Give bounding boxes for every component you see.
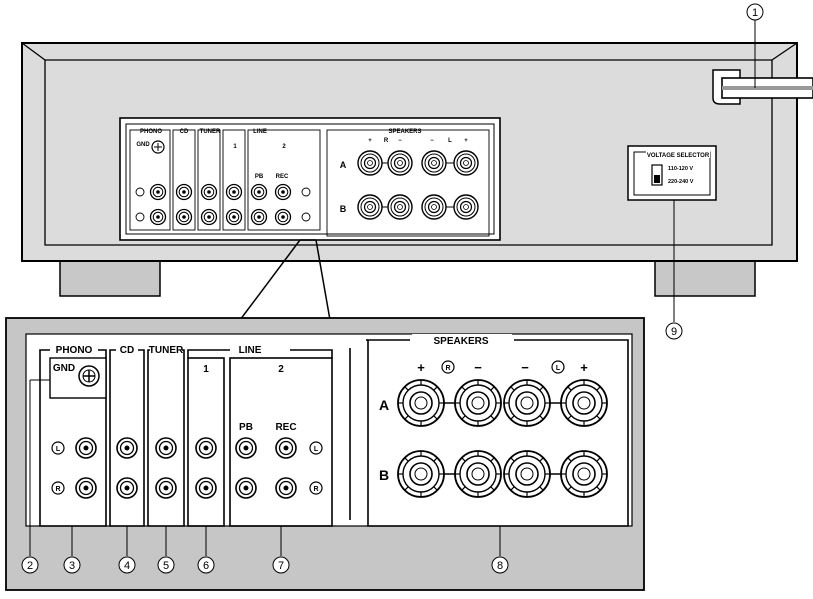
marker-l-phono: L (56, 446, 61, 453)
top-label-minus-2: − (430, 138, 434, 144)
spk-row-b: B (379, 467, 389, 483)
label-cd: CD (120, 345, 134, 356)
spk-minus-1: − (474, 360, 482, 375)
callout-3: 3 (63, 556, 81, 574)
callout-4: 4 (118, 556, 136, 574)
label-speakers: SPEAKERS (433, 336, 488, 347)
label-tuner: TUNER (149, 345, 184, 356)
cd-r-jack (116, 477, 138, 499)
svg-text:2: 2 (27, 560, 33, 572)
top-label-plus-1: + (368, 138, 372, 144)
spk-minus-2: − (521, 360, 529, 375)
callout-9: 9 (665, 322, 683, 340)
phono-l-jack (75, 437, 97, 459)
top-label-line-2: 2 (282, 144, 286, 150)
svg-text:8: 8 (497, 560, 503, 572)
label-phono: PHONO (56, 345, 93, 356)
top-label-phono: PHONO (140, 129, 162, 135)
top-label-row-b: B (340, 204, 347, 214)
svg-text:9: 9 (671, 326, 677, 338)
spk-b-r-plus (397, 450, 445, 498)
top-label-plus-2: + (464, 138, 468, 144)
spk-a-l-minus (503, 379, 551, 427)
svg-text:3: 3 (69, 560, 75, 572)
voltage-selector-title: VOLTAGE SELECTOR (647, 153, 710, 159)
marker-r-phono: R (55, 486, 60, 493)
line2-rec-r-jack (275, 477, 297, 499)
zoomed-connector-panel: PHONO CD TUNER LINE SPEAKERS GND 1 2 PB … (5, 317, 645, 591)
top-label-ch-l: L (448, 138, 452, 144)
line2-pb-l-jack (235, 437, 257, 459)
marker-l-speakers: L (556, 365, 561, 372)
label-pb: PB (239, 422, 253, 433)
callout-7: 7 (272, 556, 290, 574)
line2-rec-l-jack (275, 437, 297, 459)
channel-markers: L R L R R L (51, 360, 565, 495)
spk-b-l-plus (560, 450, 608, 498)
tuner-l-jack (155, 437, 177, 459)
spk-a-r-minus (454, 379, 502, 427)
top-label-row-a: A (340, 160, 347, 170)
top-label-gnd: GND (136, 142, 150, 148)
spk-row-a: A (379, 397, 389, 413)
speaker-terminals (397, 379, 608, 498)
svg-text:4: 4 (124, 560, 130, 572)
voltage-option-110: 110-120 V (668, 166, 693, 172)
spk-plus-1: + (417, 360, 425, 375)
spk-b-l-minus (503, 450, 551, 498)
top-label-cd: CD (180, 129, 189, 135)
line1-r-jack (195, 477, 217, 499)
label-line-1: 1 (203, 364, 209, 375)
marker-r-speakers: R (445, 365, 450, 372)
voltage-selector: VOLTAGE SELECTOR 110-120 V 220-240 V (627, 145, 717, 201)
line1-l-jack (195, 437, 217, 459)
label-line: LINE (239, 345, 262, 356)
top-label-tuner: TUNER (200, 129, 221, 135)
marker-r-line2: R (313, 486, 318, 493)
power-cord (712, 69, 813, 105)
spk-plus-2: + (580, 360, 588, 375)
callout-8: 8 (491, 556, 509, 574)
top-label-pb: PB (255, 174, 264, 180)
label-gnd: GND (53, 363, 75, 374)
label-rec: REC (275, 422, 296, 433)
top-label-rec: REC (276, 174, 289, 180)
top-label-line: LINE (253, 129, 267, 135)
svg-text:6: 6 (203, 560, 209, 572)
top-label-line-1: 1 (233, 144, 237, 150)
right-foot (654, 257, 756, 297)
amplifier-rear-view: PHONO CD TUNER LINE SPEAKERS GND 1 2 PB … (21, 20, 813, 322)
spk-b-r-minus (454, 450, 502, 498)
phono-r-jack (75, 477, 97, 499)
callout-2: 2 (21, 556, 39, 574)
callout-numbers: 1 9 2 3 4 5 6 7 (21, 3, 764, 574)
voltage-option-220: 220-240 V (668, 179, 694, 185)
svg-text:5: 5 (163, 560, 169, 572)
cd-l-jack (116, 437, 138, 459)
label-line-2: 2 (278, 364, 284, 375)
callout-6: 6 (197, 556, 215, 574)
top-label-minus-1: − (398, 138, 402, 144)
left-foot (59, 257, 161, 297)
spk-a-r-plus (397, 379, 445, 427)
marker-l-line2: L (314, 446, 319, 453)
svg-text:7: 7 (278, 560, 284, 572)
callout-5: 5 (157, 556, 175, 574)
spk-a-l-plus (560, 379, 608, 427)
top-speaker-terminals (357, 150, 479, 220)
rear-connector-panel: PHONO CD TUNER LINE SPEAKERS GND 1 2 PB … (119, 117, 501, 241)
line2-pb-r-jack (235, 477, 257, 499)
svg-text:1: 1 (752, 7, 758, 19)
top-label-ch-r: R (384, 138, 389, 144)
tuner-r-jack (155, 477, 177, 499)
callout-1: 1 (746, 3, 764, 21)
top-label-speakers: SPEAKERS (388, 129, 421, 135)
